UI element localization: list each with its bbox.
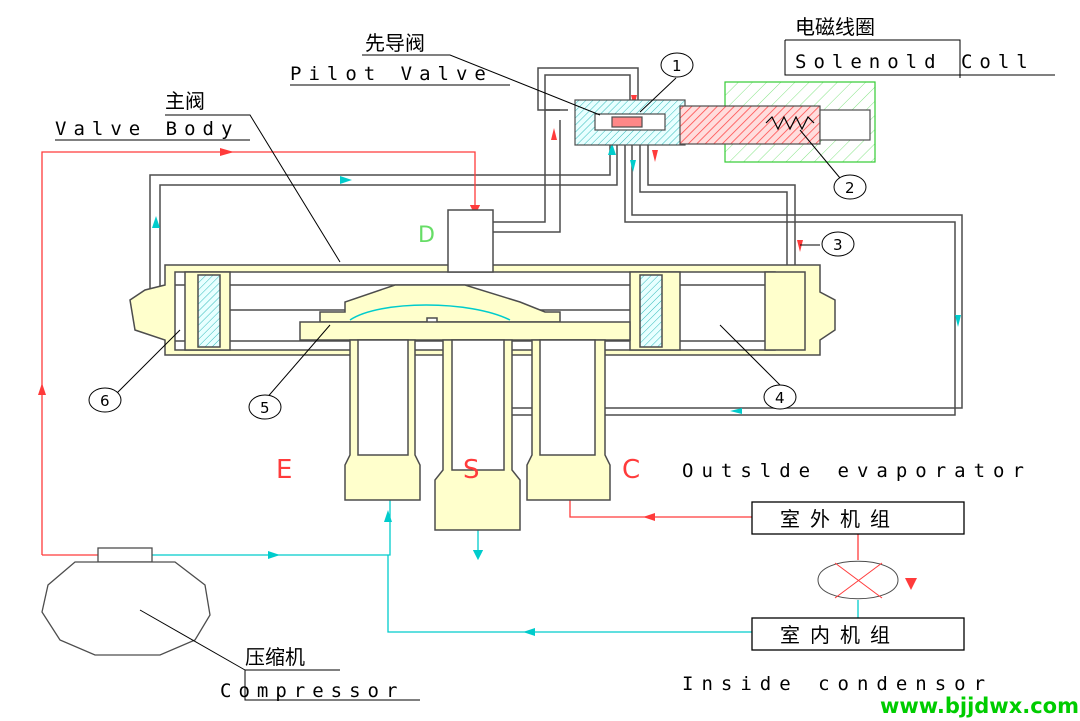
callout-markers: 1 2 3 4 5 6: [88, 52, 867, 420]
callout-5: 5: [248, 394, 282, 420]
svg-text:2: 2: [845, 179, 855, 197]
callout-1: 1: [660, 52, 694, 78]
svg-text:5: 5: [260, 399, 270, 417]
port-s-label: S: [463, 455, 480, 485]
svg-text:6: 6: [100, 392, 110, 410]
port-e-label: E: [276, 455, 292, 485]
pilot-valve: [574, 99, 686, 146]
pilot-valve-cn-label: 先导阀: [365, 31, 425, 55]
main-valve-body: [129, 209, 836, 531]
svg-text:1: 1: [672, 57, 682, 75]
solenoid-cn-label: 电磁线圈: [795, 15, 875, 39]
leader-lines: [55, 39, 1055, 701]
outdoor-unit-label: 室外机组: [780, 507, 900, 531]
svg-text:4: 4: [775, 389, 785, 407]
indoor-unit-box: 室内机组: [751, 617, 965, 651]
port-d-label: D: [418, 223, 435, 248]
outdoor-unit-box: 室外机组: [751, 501, 965, 535]
callout-6: 6: [88, 387, 122, 413]
expansion-valve: [817, 560, 899, 600]
outside-evaporator-label: Outslde evaporator: [682, 460, 1032, 482]
callout-2: 2: [833, 174, 867, 200]
capillary-tubes: [149, 67, 963, 416]
inside-condensor-label: Inside condensor: [682, 673, 993, 695]
solenoid-en-label: Solenold Coll: [795, 51, 1035, 73]
compressor-cn-label: 压缩机: [245, 645, 305, 669]
pilot-valve-en-label: Pilot Valve: [290, 63, 493, 85]
port-c-label: C: [622, 455, 640, 485]
compressor-en-label: Compressor: [220, 680, 404, 702]
main-valve-cn-label: 主阀: [165, 89, 205, 113]
compressor: [41, 547, 211, 656]
watermark: www.bjjdwx.com: [880, 694, 1079, 718]
indoor-unit-label: 室内机组: [780, 623, 900, 647]
callout-3: 3: [821, 231, 855, 257]
svg-text:3: 3: [833, 236, 843, 254]
valve-body-en-label: Valve Body: [55, 118, 239, 140]
solenoid-coil: [679, 81, 876, 163]
callout-4: 4: [763, 384, 797, 410]
